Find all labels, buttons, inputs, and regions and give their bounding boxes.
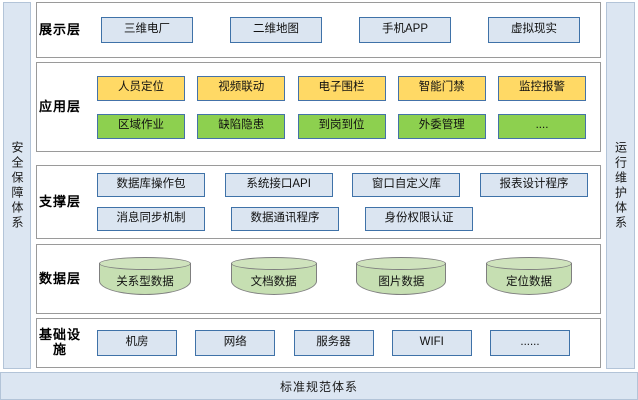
cylinder-label-1: 关系型数据: [116, 275, 174, 288]
cylinder-data-2[interactable]: 文档数据: [230, 257, 317, 301]
cylinder-data-1[interactable]: 关系型数据: [99, 257, 191, 301]
node-row: 机房 网络 服务器 WIFI ......: [83, 330, 594, 356]
node-presentation-2[interactable]: 二维地图: [230, 17, 322, 43]
node-application-10[interactable]: ....: [498, 113, 586, 139]
node-application-6[interactable]: 区域作业: [97, 113, 185, 139]
footer-label: 标准规范体系: [279, 379, 358, 394]
cylinder-top-ellipse: [99, 257, 191, 270]
footer-standards-system: 标准规范体系: [0, 372, 638, 400]
node-support-3[interactable]: 窗口自定义库: [352, 173, 461, 197]
node-row: 区域作业 缺陷隐患 到岗到位 外委管理 ....: [83, 110, 594, 142]
node-infra-3[interactable]: 服务器: [293, 330, 374, 356]
cylinder-label-4: 定位数据: [506, 275, 553, 288]
node-row: 三维电厂 二维地图 手机APP 虚拟现实: [83, 17, 594, 43]
node-support-4[interactable]: 报表设计程序: [480, 173, 589, 197]
layer-body-data: 关系型数据 文档数据 图片数据 定位数据: [83, 245, 600, 313]
cylinder-top-ellipse: [486, 257, 573, 270]
node-infra-5[interactable]: ......: [490, 330, 570, 356]
layer-label-presentation-text: 展示层: [38, 21, 81, 37]
layer-label-application-text: 应用层: [38, 98, 81, 114]
node-support-7[interactable]: 身份权限认证: [365, 207, 473, 231]
node-presentation-3[interactable]: 手机APP: [359, 17, 451, 43]
layer-label-support-text: 支撑层: [38, 193, 81, 209]
node-application-2[interactable]: 视频联动: [197, 75, 286, 101]
layer-label-support: 支撑层: [37, 193, 83, 210]
node-application-8[interactable]: 到岗到位: [297, 113, 386, 139]
cylinder-data-4[interactable]: 定位数据: [486, 257, 573, 301]
node-row: 消息同步机制 数据通讯程序 身份权限认证: [83, 204, 594, 234]
layer-body-presentation: 三维电厂 二维地图 手机APP 虚拟现实: [83, 3, 600, 57]
left-rail-security-system: 安全保障体系: [3, 2, 31, 369]
cylinder-top-ellipse: [356, 257, 447, 270]
layer-body-application: 人员定位 视频联动 电子围栏 智能门禁 监控报警 区域作业 缺陷隐患 到岗到位 …: [83, 63, 600, 151]
node-row: 关系型数据 文档数据 图片数据 定位数据: [83, 257, 594, 301]
layer-panel-presentation: 展示层 三维电厂 二维地图 手机APP 虚拟现实: [36, 2, 601, 58]
cylinder-data-3[interactable]: 图片数据: [356, 257, 447, 301]
node-presentation-1[interactable]: 三维电厂: [101, 17, 193, 43]
layer-label-data-text: 数据层: [38, 270, 81, 286]
node-application-9[interactable]: 外委管理: [397, 113, 486, 139]
layer-label-infrastructure: 基础设施: [37, 328, 83, 357]
cylinder-top-ellipse: [230, 257, 317, 270]
node-support-1[interactable]: 数据库操作包: [97, 173, 205, 197]
layer-panel-data: 数据层 关系型数据 文档数据: [36, 244, 601, 314]
layer-body-infrastructure: 机房 网络 服务器 WIFI ......: [83, 319, 600, 367]
layer-label-data: 数据层: [37, 270, 83, 287]
node-application-1[interactable]: 人员定位: [97, 75, 185, 101]
node-infra-1[interactable]: 机房: [97, 330, 177, 356]
node-support-2[interactable]: 系统接口API: [224, 173, 333, 197]
node-application-4[interactable]: 智能门禁: [397, 75, 486, 101]
left-rail-label: 安全保障体系: [10, 140, 24, 231]
layer-panel-application: 应用层 人员定位 视频联动 电子围栏 智能门禁 监控报警 区域作业 缺陷隐患: [36, 62, 601, 152]
layer-label-infrastructure-text: 基础设施: [38, 327, 81, 357]
node-row: 数据库操作包 系统接口API 窗口自定义库 报表设计程序: [83, 170, 594, 200]
node-infra-4[interactable]: WIFI: [391, 330, 472, 356]
node-row: 人员定位 视频联动 电子围栏 智能门禁 监控报警: [83, 72, 594, 104]
layer-label-application: 应用层: [37, 98, 83, 115]
layer-panel-infrastructure: 基础设施 机房 网络 服务器 WIFI ......: [36, 318, 601, 368]
node-infra-2[interactable]: 网络: [195, 330, 276, 356]
node-support-5[interactable]: 消息同步机制: [97, 207, 205, 231]
node-application-3[interactable]: 电子围栏: [297, 75, 386, 101]
cylinder-label-2: 文档数据: [250, 275, 297, 288]
layer-body-support: 数据库操作包 系统接口API 窗口自定义库 报表设计程序 消息同步机制 数据通讯…: [83, 166, 600, 238]
node-application-7[interactable]: 缺陷隐患: [197, 113, 286, 139]
node-application-5[interactable]: 监控报警: [498, 75, 586, 101]
cylinder-label-3: 图片数据: [378, 275, 425, 288]
node-presentation-4[interactable]: 虚拟现实: [488, 17, 580, 43]
right-rail-operation-maintenance-system: 运行维护体系: [606, 2, 635, 369]
right-rail-label: 运行维护体系: [613, 140, 628, 231]
layer-panel-support: 支撑层 数据库操作包 系统接口API 窗口自定义库 报表设计程序 消息同步机制 …: [36, 165, 601, 239]
layer-label-presentation: 展示层: [37, 21, 83, 38]
node-support-6[interactable]: 数据通讯程序: [231, 207, 339, 231]
